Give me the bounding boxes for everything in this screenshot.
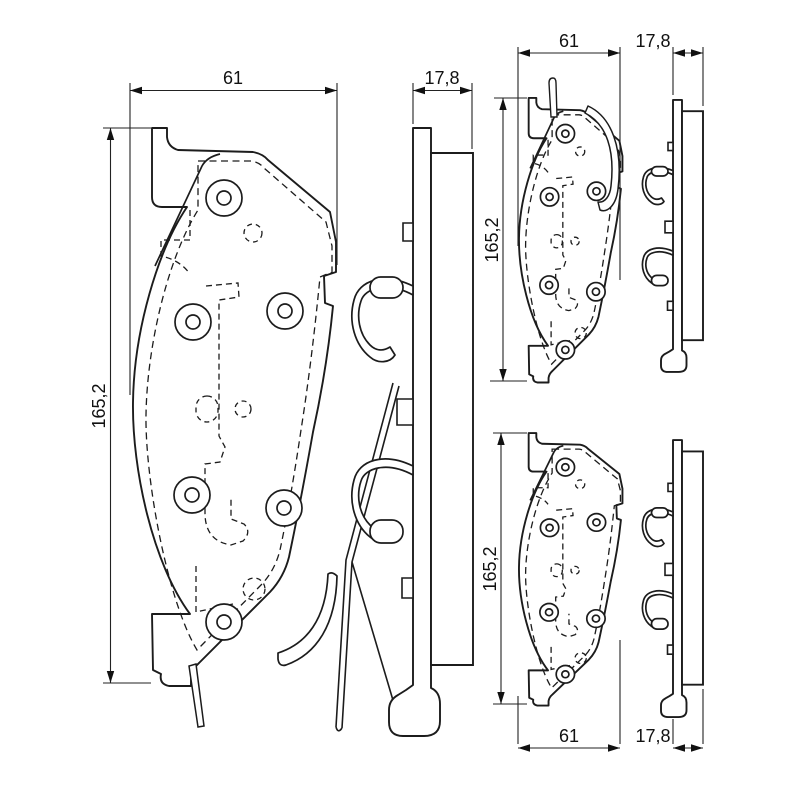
dim-label-width-front-top-right: 61 — [559, 31, 579, 51]
dim-thickness-side-top-right: 17,8 — [635, 31, 704, 106]
dim-width-front-top-right: 61 — [517, 31, 621, 280]
views-layer — [132, 77, 704, 737]
wear-wire-side-large — [335, 382, 400, 732]
dimensions-layer: 61 165,2 17,8 61 17,8 — [89, 31, 704, 752]
dim-thickness-side-large: 17,8 — [412, 68, 473, 149]
retainer-hook-top-right — [584, 105, 620, 212]
retainer-hook-front-large — [277, 572, 338, 667]
dim-label-thickness-side-top-right: 17,8 — [635, 31, 670, 51]
side-view-large — [350, 127, 474, 737]
dim-height-front-top-right: 165,2 — [482, 97, 527, 382]
dim-label-height-front-large: 165,2 — [89, 383, 109, 428]
dim-height-front-large: 165,2 — [89, 127, 151, 684]
dim-label-width-front-large: 61 — [223, 68, 243, 88]
front-view-bottom-right — [518, 432, 623, 707]
dim-label-width-front-bottom-right: 61 — [559, 726, 579, 746]
side-view-top-right — [641, 99, 704, 373]
front-view-top-right — [518, 97, 623, 383]
dim-width-front-bottom-right: 61 — [517, 640, 621, 752]
dim-label-height-front-bottom-right: 165,2 — [480, 546, 500, 591]
wear-wire-front-large — [188, 663, 205, 728]
dim-label-thickness-side-bottom-right: 17,8 — [635, 726, 670, 746]
wear-wire-up-top-right — [548, 77, 558, 118]
dim-width-front-large: 61 — [129, 68, 338, 395]
dim-height-front-bottom-right: 165,2 — [480, 432, 527, 705]
dim-thickness-side-bottom-right: 17,8 — [635, 689, 704, 752]
dim-label-thickness-side-large: 17,8 — [424, 68, 459, 88]
side-view-bottom-right — [641, 439, 704, 718]
dim-label-height-front-top-right: 165,2 — [482, 217, 502, 262]
front-view-large — [132, 127, 337, 687]
